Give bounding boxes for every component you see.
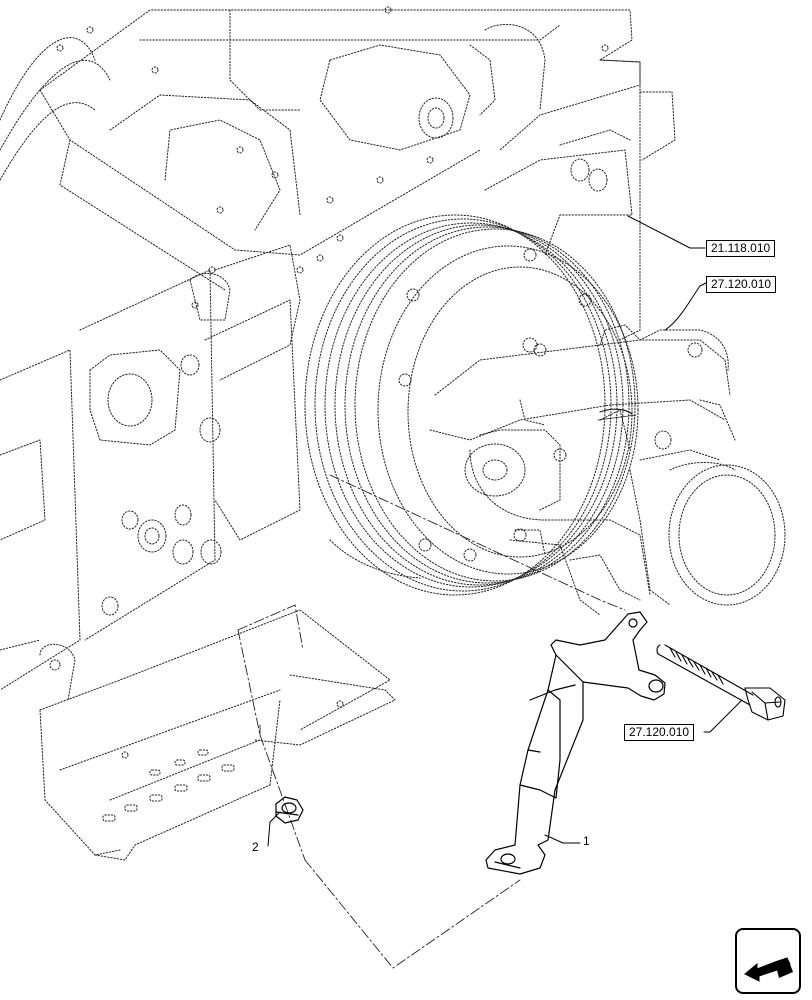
reference-label-27-120-010-housing[interactable]: 27.120.010 (706, 276, 777, 293)
part-2-nut (275, 796, 304, 824)
callout-number-2: 2 (252, 840, 259, 854)
reference-label-21-118-010[interactable]: 21.118.010 (706, 240, 776, 257)
reference-label-27-120-010-bolt[interactable]: 27.120.010 (624, 724, 695, 741)
bolt (656, 644, 786, 721)
callout-number-1: 1 (583, 834, 590, 848)
assembly-center-lines (237, 474, 626, 969)
transmission-housing (0, 6, 676, 691)
mounting-bracket-ghost (39, 609, 396, 861)
axle-trumpet (429, 324, 786, 616)
part-1-bracket (485, 611, 666, 875)
return-arrow-icon[interactable] (735, 928, 801, 994)
leader-lines (267, 215, 743, 847)
brake-disc-stack (304, 214, 639, 596)
